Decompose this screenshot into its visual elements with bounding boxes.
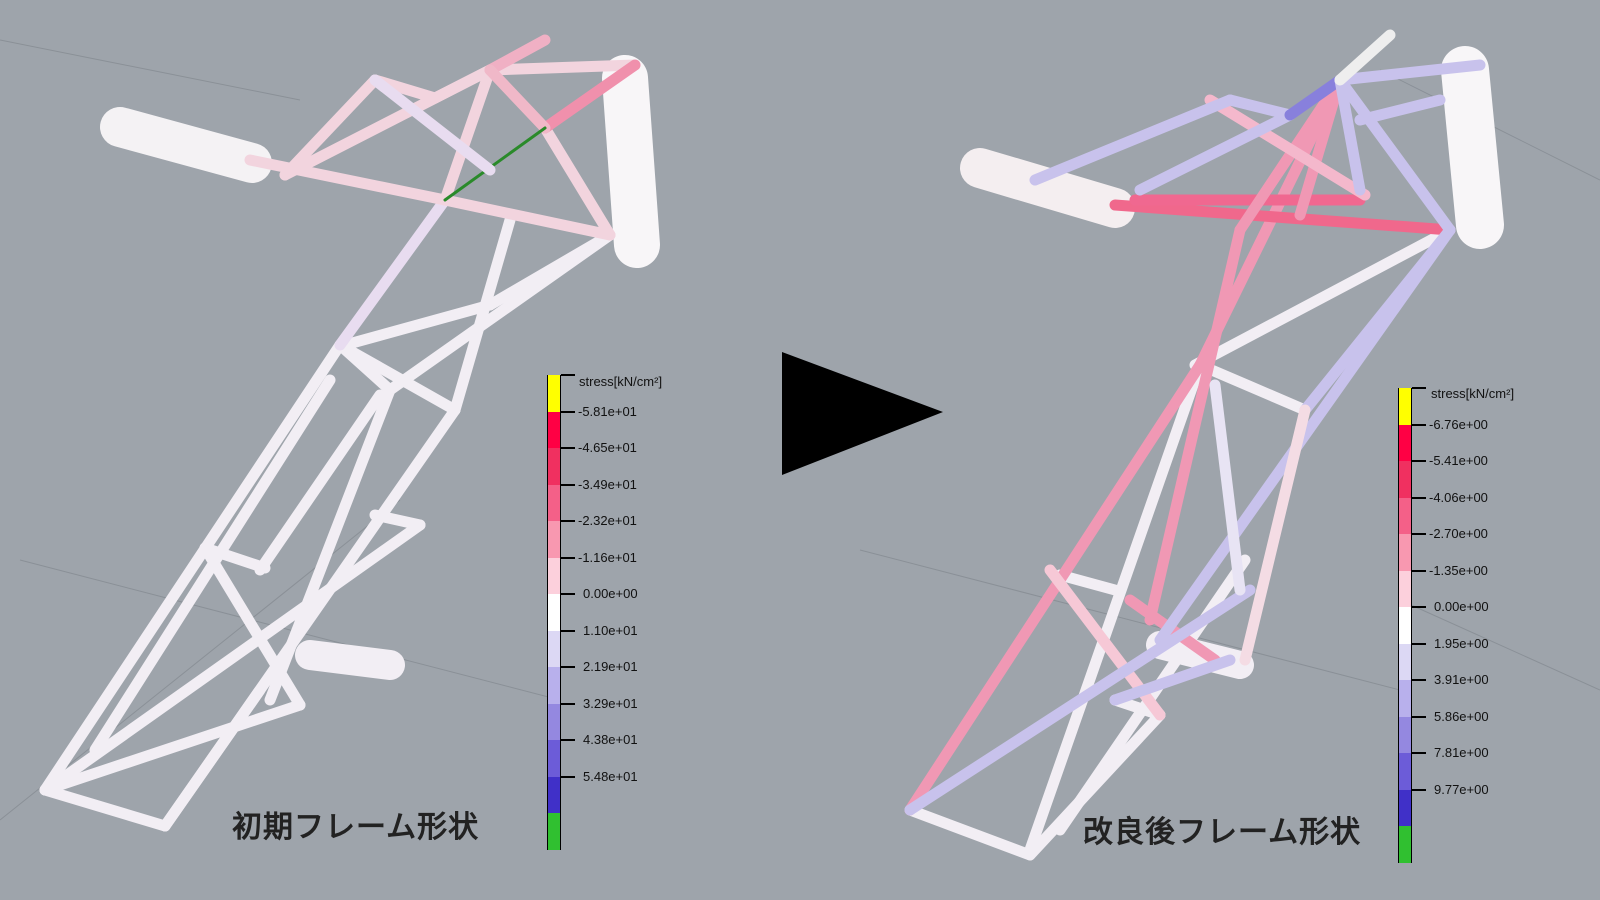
legend-tick [561, 520, 575, 522]
legend-title: stress[kN/cm²] [579, 374, 663, 389]
legend-color-band [1398, 753, 1412, 790]
legend-value-label: 9.77e+00 [1434, 781, 1489, 797]
legend-tick [1412, 569, 1426, 572]
legend-color-band [1398, 716, 1412, 753]
legend-value-label: -6.76e+00 [1429, 416, 1488, 432]
legend-color-band [1398, 607, 1412, 644]
legend-tick [561, 447, 575, 449]
legend-value-label: 3.29e+01 [583, 695, 638, 711]
legend-value-label: 5.86e+00 [1434, 708, 1489, 724]
legend-color-band [547, 521, 561, 558]
legend-tick [561, 410, 575, 413]
legend-color-band [547, 703, 561, 740]
legend-value-label: -4.06e+00 [1429, 489, 1488, 505]
head-cylinder [602, 55, 660, 268]
legend-value-label: 3.91e+00 [1434, 672, 1489, 687]
legend-tick [1412, 387, 1426, 389]
legend-color-band [1398, 497, 1412, 534]
legend-tick [561, 629, 575, 632]
legend-value-label: 1.10e+01 [583, 622, 638, 638]
legend-color-band [547, 776, 561, 813]
improved-frame-model [904, 29, 1504, 861]
legend-tick [1412, 642, 1426, 645]
legend-tick [1412, 788, 1426, 791]
legend-tick [561, 556, 575, 559]
legend-tick [1412, 496, 1426, 499]
legend-tick [561, 702, 575, 705]
initial-frame-model [39, 34, 660, 832]
legend-tick [561, 593, 575, 595]
legend-color-band [547, 557, 561, 594]
initial-frame-title: 初期フレーム形状 [232, 810, 480, 845]
legend-color-band [1398, 680, 1412, 717]
legend-tick [1412, 752, 1426, 754]
legend-tick [561, 483, 575, 486]
legend-color-band [547, 448, 561, 485]
legend-color-band [547, 375, 561, 412]
legend-tick [1412, 606, 1426, 608]
legend-value-label: -1.16e+01 [578, 549, 637, 565]
legend-value-label: 2.19e+01 [583, 659, 638, 674]
legend-tick [1412, 460, 1426, 462]
legend-color-band [1398, 826, 1412, 863]
head-cylinder [1441, 46, 1504, 249]
legend-color-band [547, 484, 561, 521]
legend-value-label: 1.95e+00 [1434, 635, 1489, 651]
legend-value-label: 0.00e+00 [1434, 599, 1489, 614]
legend-value-label: 5.48e+01 [583, 768, 638, 784]
legend-color-band [1398, 388, 1412, 425]
legend-color-band [1398, 461, 1412, 498]
legend-color-band [547, 630, 561, 667]
legend-value-label: -3.49e+01 [578, 476, 637, 492]
legend-tick [1412, 715, 1426, 718]
legend-title: stress[kN/cm²] [1431, 386, 1515, 401]
legend-color-band [547, 411, 561, 448]
legend-value-label: -5.81e+01 [578, 403, 637, 419]
legend-color-band [1398, 789, 1412, 826]
legend-value-label: -5.41e+00 [1429, 453, 1488, 468]
arm-cylinder [100, 107, 272, 183]
improved-frame-title: 改良後フレーム形状 [1083, 815, 1362, 850]
legend-value-label: 7.81e+00 [1434, 745, 1489, 760]
legend-color-band [1398, 534, 1412, 571]
legend-tick [561, 666, 575, 668]
legend-value-label: -2.32e+01 [578, 513, 637, 528]
legend-tick [1412, 423, 1426, 426]
legend-color-band [547, 740, 561, 777]
legend-color-band [1398, 424, 1412, 461]
legend-value-label: -2.70e+00 [1429, 526, 1488, 541]
legend-tick [1412, 533, 1426, 535]
legend-tick [561, 739, 575, 741]
legend-tick [1412, 679, 1426, 681]
legend-color-band [547, 813, 561, 850]
legend-value-label: -4.65e+01 [578, 440, 637, 455]
legend-color-band [1398, 570, 1412, 607]
arrow-right-icon [782, 352, 943, 475]
legend-color-band [1398, 643, 1412, 680]
legend-color-band [547, 594, 561, 631]
legend-tick [561, 374, 575, 376]
legend-value-label: 0.00e+00 [583, 586, 638, 601]
legend-color-band [547, 667, 561, 704]
legend-tick [561, 775, 575, 778]
legend-value-label: -1.35e+00 [1429, 562, 1488, 578]
legend-value-label: 4.38e+01 [583, 732, 638, 747]
arm-cylinder [960, 148, 1135, 228]
